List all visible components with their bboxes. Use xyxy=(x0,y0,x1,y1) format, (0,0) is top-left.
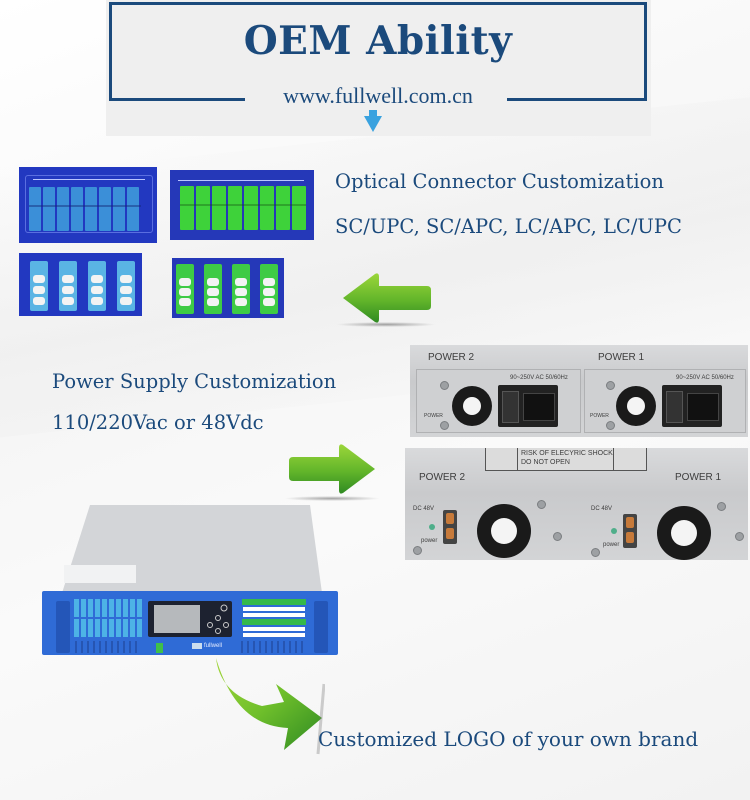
url-gap xyxy=(245,88,507,102)
website-url[interactable]: www.fullwell.com.cn xyxy=(283,83,473,108)
ac-power-indicator-label: POWER xyxy=(590,413,609,419)
device-chassis xyxy=(42,505,338,655)
customized-logo-caption: Customized LOGO of your own brand xyxy=(318,727,699,751)
ac-power1-label: POWER 1 xyxy=(598,352,645,363)
ac-power-indicator-label: POWER xyxy=(424,413,443,419)
lc-upc-blue-adapters-photo xyxy=(19,253,142,316)
left-arrow-icon xyxy=(343,273,431,323)
sc-upc-blue-adapters-photo xyxy=(19,167,157,243)
connector-types-text: SC/UPC, SC/APC, LC/APC, LC/UPC xyxy=(335,215,682,238)
ac-power2-label: POWER 2 xyxy=(428,352,475,363)
dc-power2-label: POWER 2 xyxy=(419,472,466,483)
ac-power-modules-photo: POWER 2 POWER 1 90~250V AC 50/60Hz 90~25… xyxy=(410,345,748,437)
device-brand-logo: fullwell xyxy=(204,643,223,649)
ac-rating-label: 90~250V AC 50/60Hz xyxy=(510,375,568,381)
down-triangle-icon-cap xyxy=(369,110,377,117)
left-arrow-shadow xyxy=(336,322,436,327)
header-panel xyxy=(106,0,651,136)
dc-voltage-label: DC 48V xyxy=(413,506,435,512)
right-arrow-icon xyxy=(289,444,375,494)
dc-power-indicator-label: power xyxy=(603,542,620,548)
sc-apc-green-adapters-photo xyxy=(170,170,314,240)
curved-arrow-icon xyxy=(216,658,325,755)
dc-power1-label: POWER 1 xyxy=(675,472,722,483)
page-title: OEM Ability xyxy=(243,18,513,64)
power-supply-heading: Power Supply Customization xyxy=(52,370,337,393)
down-triangle-icon xyxy=(364,116,382,132)
ac-rating-label: 90~250V AC 50/60Hz xyxy=(676,375,734,381)
dc-power-modules-photo: RISK OF ELECYRIC SHOCK DO NOT OPEN POWER… xyxy=(405,448,748,560)
fullwell-device-photo: fullwell xyxy=(42,505,342,660)
shock-warning-line2: DO NOT OPEN xyxy=(521,459,570,466)
optical-connector-heading: Optical Connector Customization xyxy=(335,170,664,193)
shock-warning-line1: RISK OF ELECYRIC SHOCK xyxy=(521,450,613,457)
dc-power-indicator-label: power xyxy=(421,538,438,544)
dc-voltage-label: DC 48V xyxy=(591,506,613,512)
lc-apc-green-adapters-photo xyxy=(172,258,284,318)
power-options-text: 110/220Vac or 48Vdc xyxy=(52,411,264,434)
right-arrow-shadow xyxy=(284,496,380,501)
